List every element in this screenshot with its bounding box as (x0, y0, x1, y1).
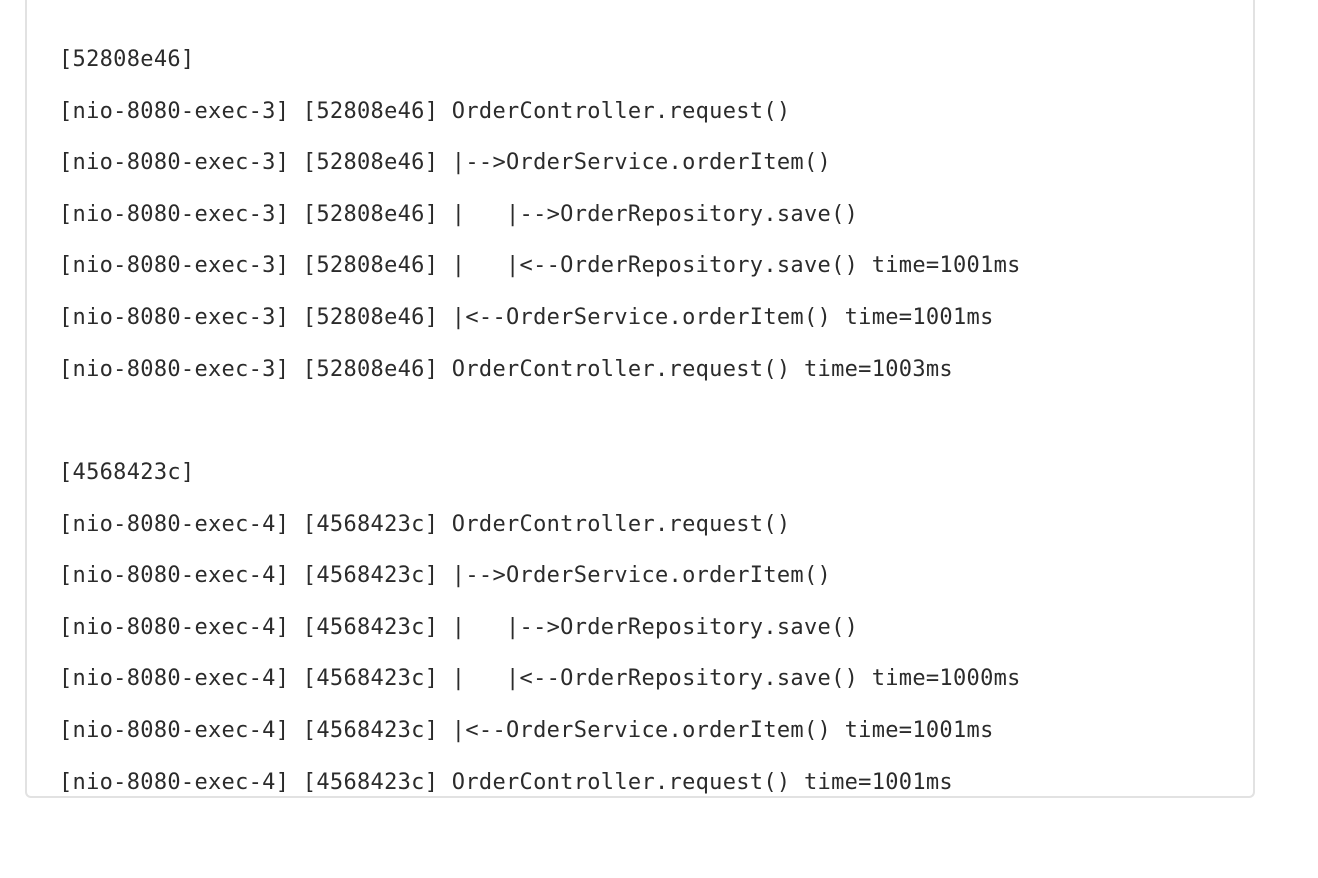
log-line: [nio-8080-exec-3] [52808e46] | |<--Order… (59, 253, 1021, 279)
log-line: [nio-8080-exec-3] [52808e46] |-->OrderSe… (59, 150, 832, 176)
log-line: [nio-8080-exec-3] [52808e46] OrderContro… (59, 356, 953, 382)
log-line: [nio-8080-exec-4] [4568423c] | |<--Order… (59, 666, 1021, 692)
code-block: [52808e46] [nio-8080-exec-3] [52808e46] … (25, 0, 1255, 798)
log-block-52808e46: [52808e46] [nio-8080-exec-3] [52808e46] … (59, 34, 1021, 395)
log-line: [nio-8080-exec-3] [52808e46] OrderContro… (59, 98, 791, 124)
log-block-4568423c: [4568423c] [nio-8080-exec-4] [4568423c] … (59, 447, 1021, 796)
log-line: [nio-8080-exec-4] [4568423c] OrderContro… (59, 769, 953, 795)
log-line: [nio-8080-exec-4] [4568423c] |<--OrderSe… (59, 717, 994, 743)
log-line: [nio-8080-exec-4] [4568423c] |-->OrderSe… (59, 563, 832, 589)
log-line: [4568423c] (59, 460, 195, 485)
log-line: [nio-8080-exec-3] [52808e46] |<--OrderSe… (59, 304, 994, 330)
log-line: [nio-8080-exec-3] [52808e46] | |-->Order… (59, 201, 859, 227)
log-line: [nio-8080-exec-4] [4568423c] OrderContro… (59, 511, 791, 537)
log-line: [52808e46] (59, 47, 195, 72)
log-line: [nio-8080-exec-4] [4568423c] | |-->Order… (59, 614, 859, 640)
